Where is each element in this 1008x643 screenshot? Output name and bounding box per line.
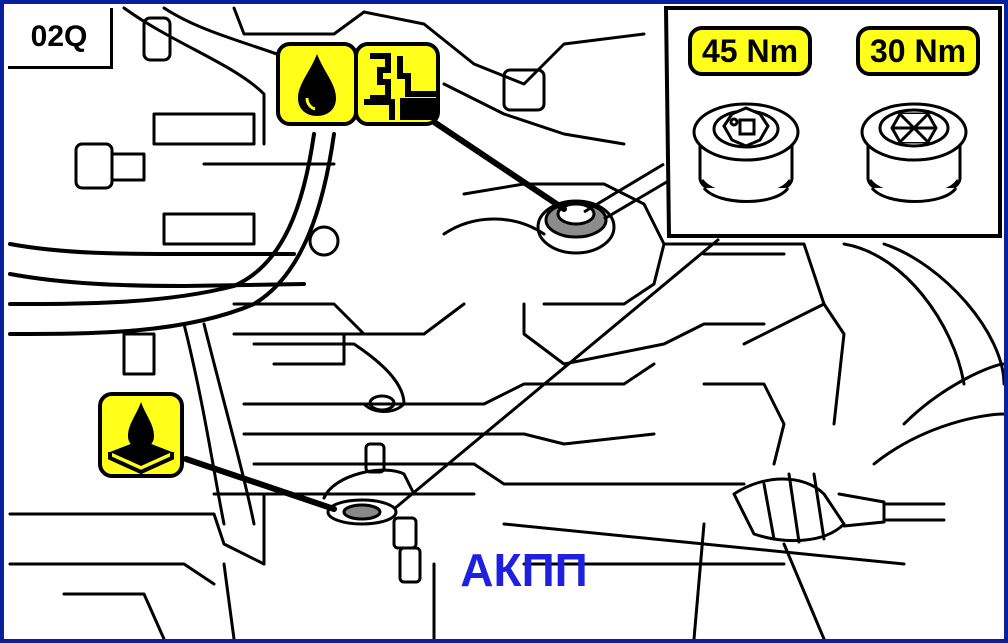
- fill-plug-icon: [354, 42, 440, 126]
- torque-label-30nm: 30 Nm: [856, 26, 980, 76]
- oil-drop-icon: [276, 42, 358, 126]
- drain-oil-icon: [98, 392, 184, 478]
- transmission-caption: АКПП: [460, 544, 588, 596]
- torque-label-45nm: 45 Nm: [688, 26, 812, 76]
- transmission-code-label: 02Q: [8, 8, 113, 69]
